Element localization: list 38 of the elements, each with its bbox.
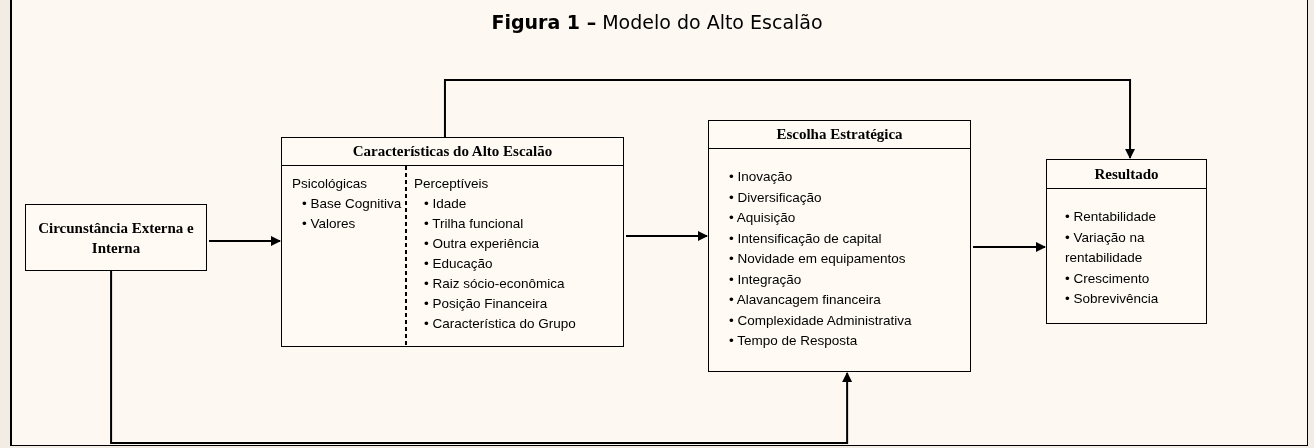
- list-item: • Aquisição: [729, 209, 797, 227]
- list-item: • Complexidade Administrativa: [729, 311, 913, 330]
- list-item: • Tempo de Resposta: [729, 332, 859, 350]
- list-item: • Intensificação de capital: [729, 229, 883, 248]
- column-heading: Perceptíveis: [414, 175, 490, 193]
- column-heading: Psicológicas: [292, 175, 369, 193]
- arrow: [972, 242, 1046, 252]
- arrow: [208, 236, 281, 246]
- list-item: • Integração: [729, 270, 803, 289]
- list-item: • Trilha funcional: [423, 215, 525, 233]
- process-box: [1046, 159, 1207, 324]
- list-item: • Alavancagem financeira: [729, 291, 882, 309]
- list-item: • Característica do Grupo: [423, 315, 577, 333]
- list-item: • Valores: [301, 215, 357, 233]
- box-title: Circunstância Externa e Interna: [37, 218, 195, 258]
- list-item: • Raiz sócio-econômica: [423, 275, 566, 293]
- list-item: • Idade: [423, 195, 468, 213]
- list-item: • Base Cognitiva: [301, 195, 402, 213]
- box-title: Características do Alto Escalão: [352, 142, 553, 162]
- arrow: [110, 270, 853, 444]
- box-title: Resultado: [1094, 164, 1159, 184]
- process-box: [281, 137, 624, 347]
- list-item: • Crescimento: [1065, 269, 1151, 288]
- list-item: • Variação na rentabilidade: [1065, 228, 1146, 267]
- list-item: • Outra experiência: [423, 235, 541, 253]
- list-item: • Novidade em equipamentos: [729, 250, 907, 268]
- diagram-title: Figura 1 – Modelo do Alto Escalão: [491, 10, 823, 35]
- process-box: [25, 204, 207, 271]
- list-item: • Inovação: [729, 168, 794, 186]
- process-box: [708, 120, 971, 372]
- list-item: • Posição Financeira: [423, 295, 549, 313]
- list-item: • Educação: [423, 255, 494, 273]
- arrow: [443, 79, 1136, 159]
- arrow: [625, 231, 708, 241]
- box-title: Escolha Estratégica: [776, 125, 903, 145]
- list-item: • Rentabilidade: [1065, 208, 1158, 226]
- list-item: • Sobrevivência: [1065, 290, 1160, 308]
- list-item: • Diversificação: [729, 188, 823, 207]
